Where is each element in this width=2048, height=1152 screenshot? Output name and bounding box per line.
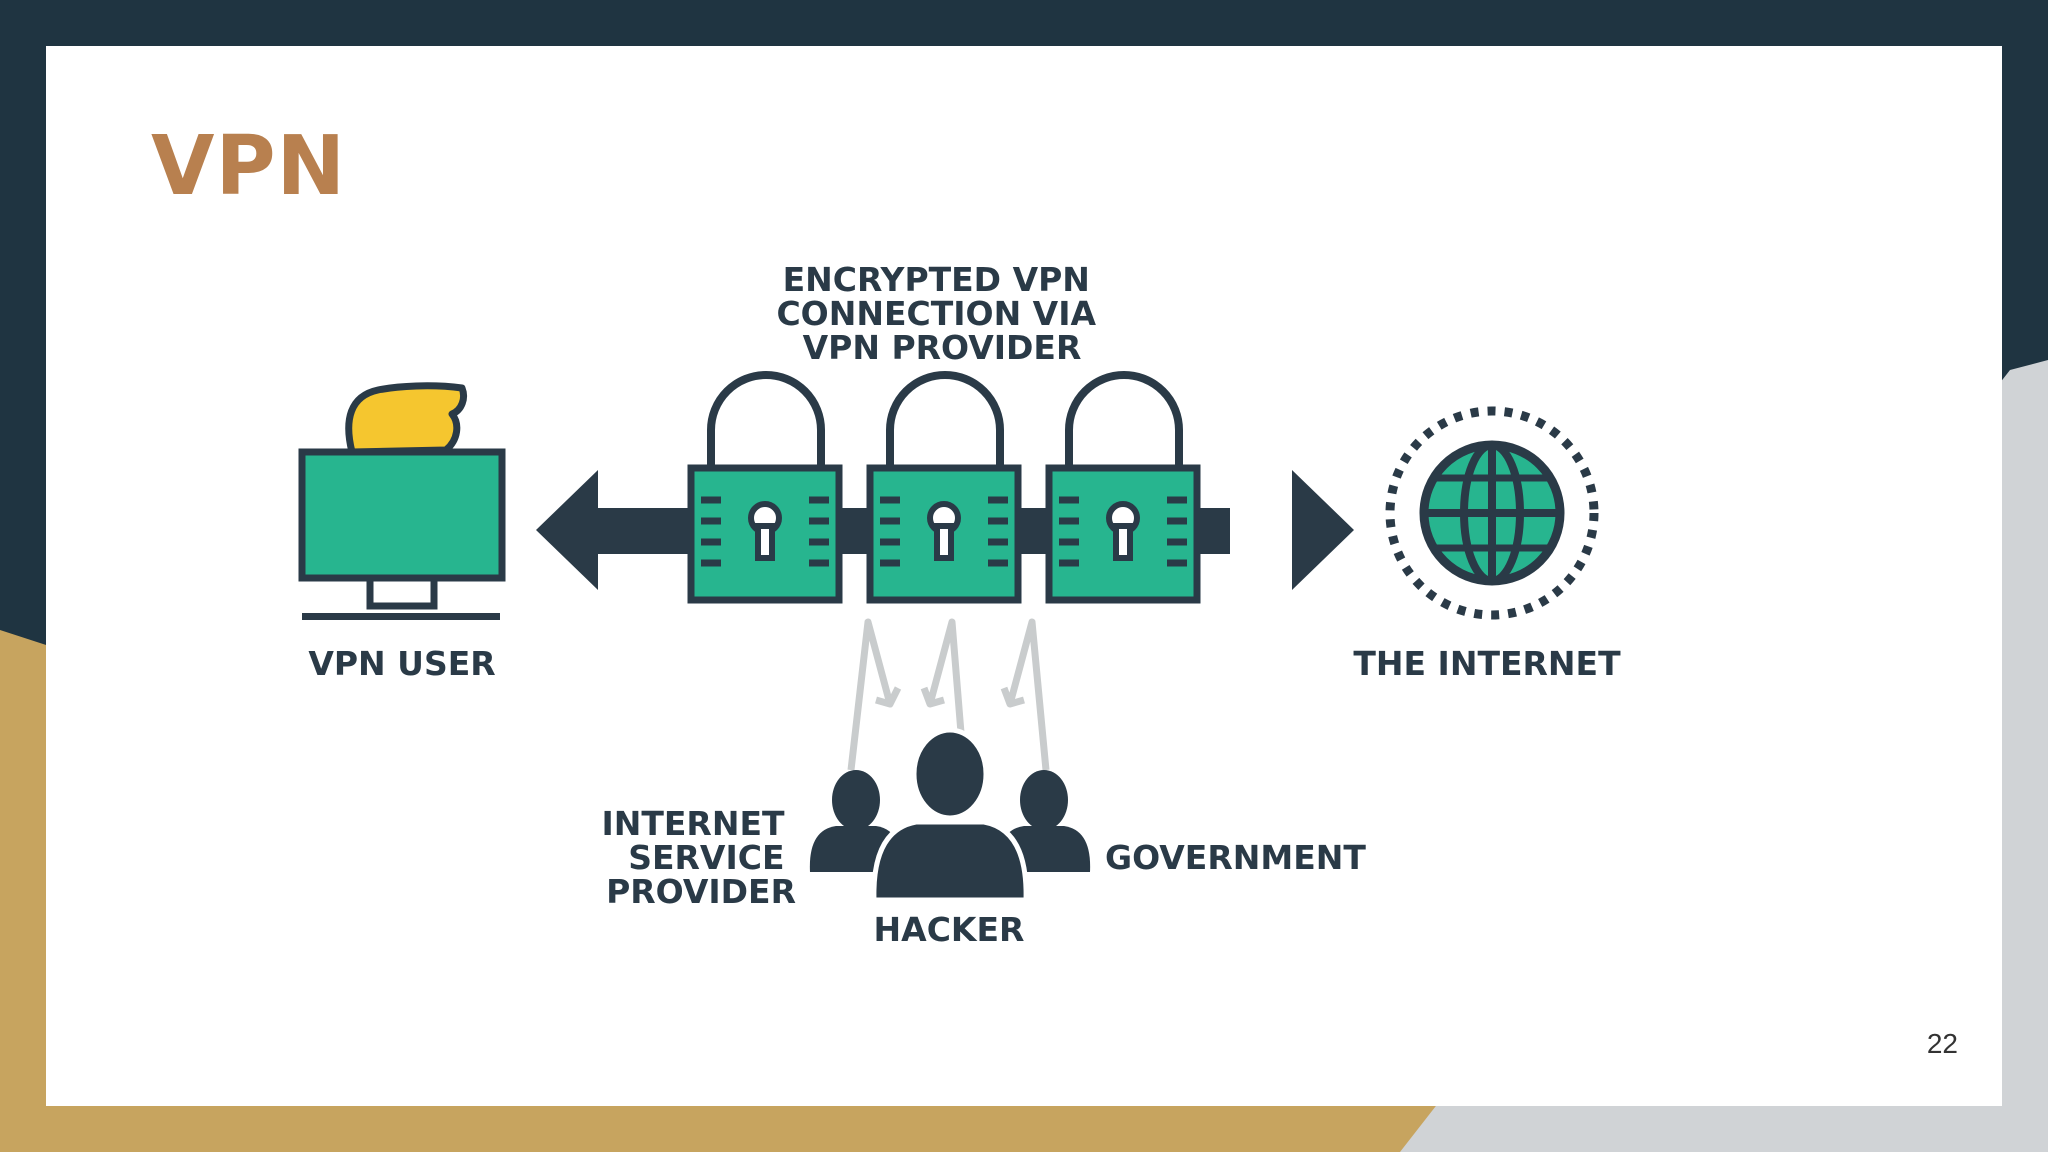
vpn-user-label: VPN USER	[308, 644, 495, 683]
globe-icon	[1385, 406, 1599, 620]
internet-label: THE INTERNET	[1353, 644, 1621, 683]
isp-label: INTERNET SERVICE PROVIDER	[601, 804, 796, 911]
person-icon	[871, 727, 1029, 903]
monitor-icon	[298, 382, 506, 620]
intercept-arrows	[847, 618, 1050, 771]
lock-icon	[1045, 371, 1201, 604]
slide-title: VPN	[151, 119, 347, 214]
center-label-line-2: CONNECTION VIA	[776, 294, 1096, 333]
page-number: 22	[1926, 1028, 1958, 1059]
center-label-line-3: VPN PROVIDER	[803, 328, 1082, 367]
isp-label-line-2: SERVICE	[628, 838, 784, 877]
center-label: ENCRYPTED VPN CONNECTION VIA VPN PROVIDE…	[776, 260, 1107, 367]
lock-icon	[866, 371, 1022, 604]
isp-label-line-1: INTERNET	[601, 804, 785, 843]
hacker-label: HACKER	[874, 910, 1025, 949]
isp-label-line-3: PROVIDER	[606, 872, 796, 911]
lock-icon	[687, 371, 843, 604]
government-label: GOVERNMENT	[1105, 838, 1366, 877]
center-label-line-1: ENCRYPTED VPN	[783, 260, 1090, 299]
